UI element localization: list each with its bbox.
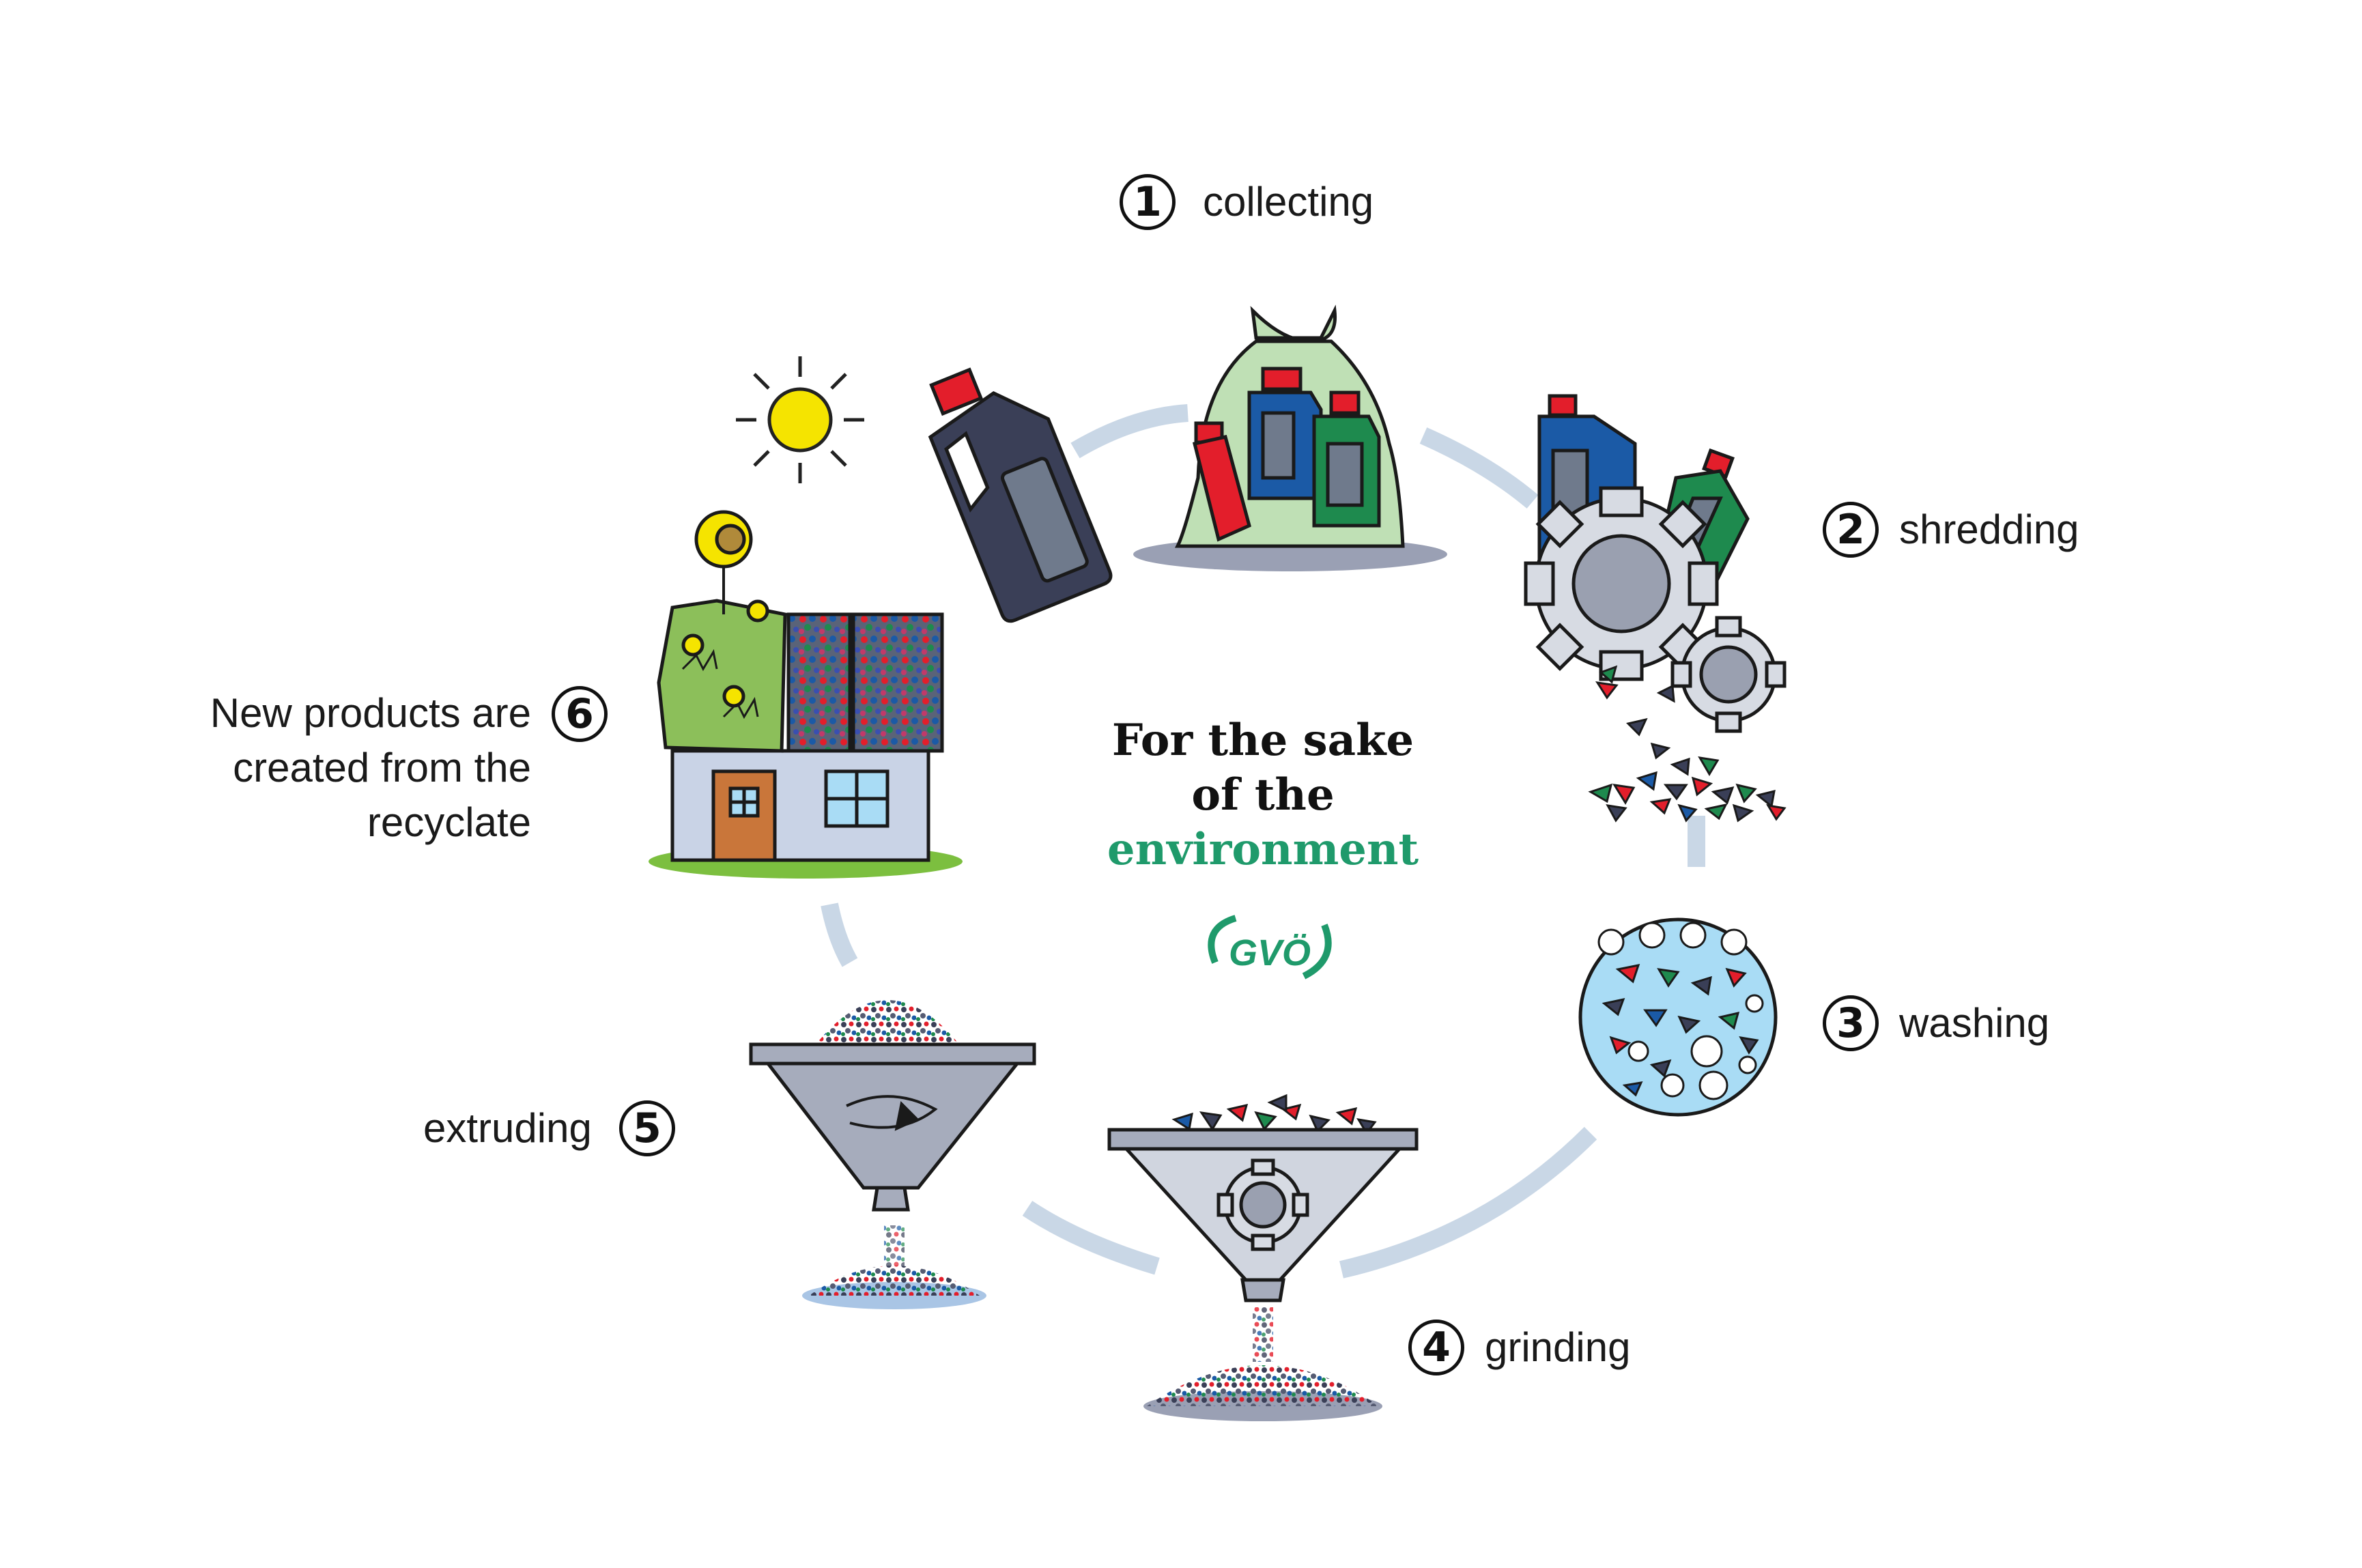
step-number-badge: 3	[1823, 995, 1879, 1051]
step-number-badge: 2	[1823, 502, 1879, 558]
collection-bag-icon	[1133, 304, 1447, 571]
sun-icon	[736, 356, 864, 483]
step-number-badge: 1	[1120, 174, 1176, 230]
cycle-arc-1	[1070, 404, 1189, 459]
cycle-arcs	[821, 404, 1705, 1279]
step-label: extruding	[423, 1105, 592, 1151]
gvo-logo-swoosh	[1208, 915, 1332, 980]
grinder-funnel-icon	[1107, 1094, 1419, 1421]
gvo-logo-text: GVÖ	[1228, 932, 1311, 973]
step-shredding: 2 shredding	[1823, 502, 2079, 558]
extruder-funnel-icon	[749, 1000, 1036, 1309]
step-number-badge: 4	[1408, 1320, 1464, 1375]
cycle-arc-4	[1339, 1126, 1597, 1279]
step-label: shredding	[1899, 507, 2079, 552]
step-washing: 3 washing	[1823, 995, 2049, 1051]
center-title-line-2: of the	[1191, 769, 1335, 821]
step-number-badge: 6	[552, 686, 608, 742]
step-collecting: 1 collecting	[1120, 174, 1374, 230]
shredder-gears-icon	[1524, 394, 1787, 733]
step-label: washing	[1899, 1000, 2050, 1046]
washing-icon	[1578, 917, 1778, 1117]
step-number-badge: 5	[618, 1100, 675, 1156]
step-label: New products are created from the recycl…	[210, 690, 531, 845]
shredded-flakes-pile	[1588, 665, 1787, 823]
cycle-arc-5	[1022, 1201, 1160, 1275]
canister-icon	[928, 367, 1113, 623]
step-grinding: 4 grinding	[1408, 1320, 1631, 1375]
step-new-products: New products are created from the recycl…	[137, 686, 608, 850]
center-title: For the sake of the environment	[1024, 713, 1502, 877]
cycle-arc-2	[1419, 427, 1539, 509]
gvo-logo: GVÖ	[1201, 911, 1338, 1000]
step-extruding: extruding 5	[423, 1100, 675, 1156]
cycle-arc-6	[821, 902, 858, 967]
step-label: grinding	[1485, 1324, 1631, 1370]
center-title-line-1: For the sake	[1111, 715, 1414, 766]
center-title-line-3: environment	[1107, 824, 1419, 875]
house-icon	[649, 510, 963, 879]
step-label: collecting	[1203, 179, 1374, 225]
